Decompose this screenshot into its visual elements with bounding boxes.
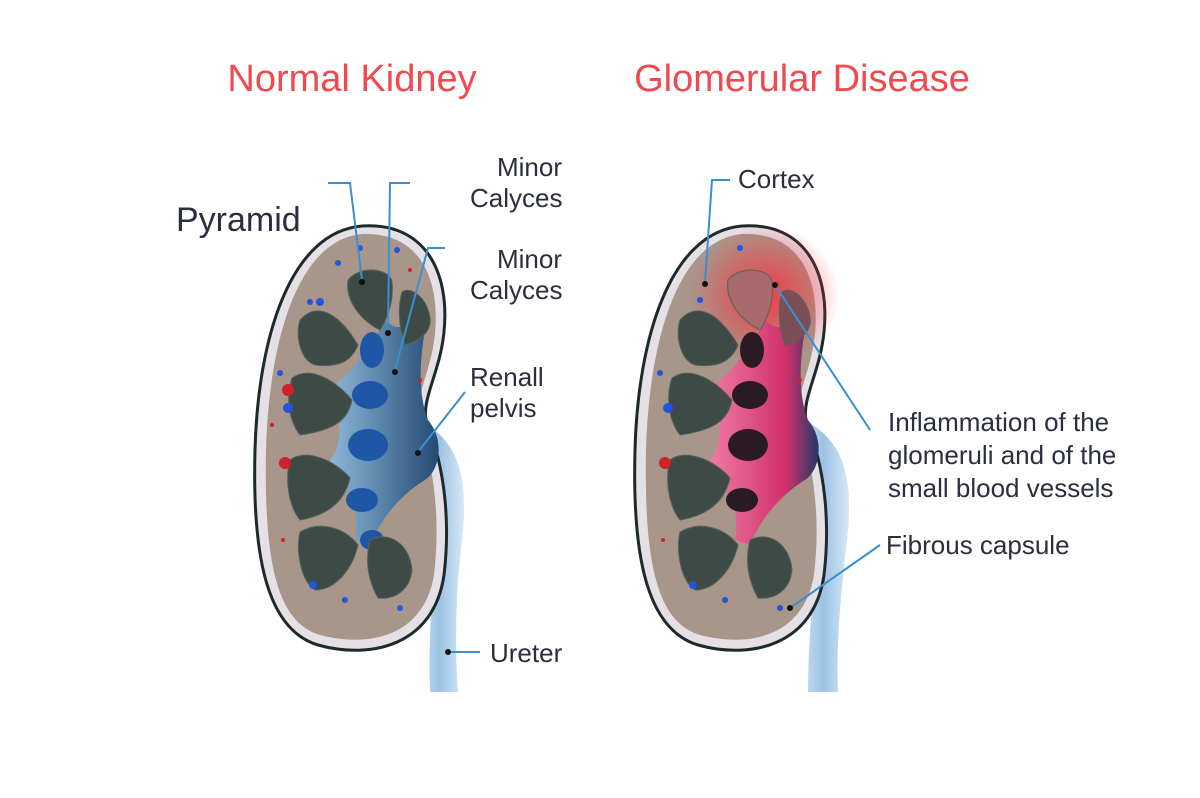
label-renal-pelvis: Renall pelvis [470,362,544,424]
normal-kidney [253,224,465,692]
leader-dots [359,279,793,655]
blood-vessel-dots [270,245,422,611]
renal-pelvis [330,315,439,545]
label-line: Inflammation of the [888,407,1110,437]
label-line: glomeruli and of the [888,440,1117,470]
calyces [726,332,768,512]
label-ureter: Ureter [490,638,563,668]
blood-vessel-dots [657,245,802,611]
diseased-kidney [633,224,850,692]
title-normal-kidney: Normal Kidney [227,58,477,100]
label-pyramid: Pyramid [176,201,301,239]
label-line: Calyces [470,275,563,305]
leader-lines [328,179,881,653]
pyramids [287,269,431,599]
label-line: small blood vessels [888,473,1114,503]
pyramids [667,269,811,599]
label-line: Calyces [470,183,563,213]
label-minor-calyces-1: Minor Calyces [470,152,562,214]
label-fibrous-capsule: Fibrous capsule [886,530,1070,560]
label-minor-calyces-2: Minor Calyces [470,244,562,306]
label-line: Minor [496,152,562,182]
label-line: Renall [470,362,544,392]
label-cortex: Cortex [738,164,815,194]
label-line: pelvis [470,393,537,423]
renal-pelvis [710,315,819,545]
label-inflammation: Inflammation of the glomeruli and of the… [888,406,1116,505]
label-line: Minor [496,244,562,274]
title-glomerular-disease: Glomerular Disease [634,58,970,100]
